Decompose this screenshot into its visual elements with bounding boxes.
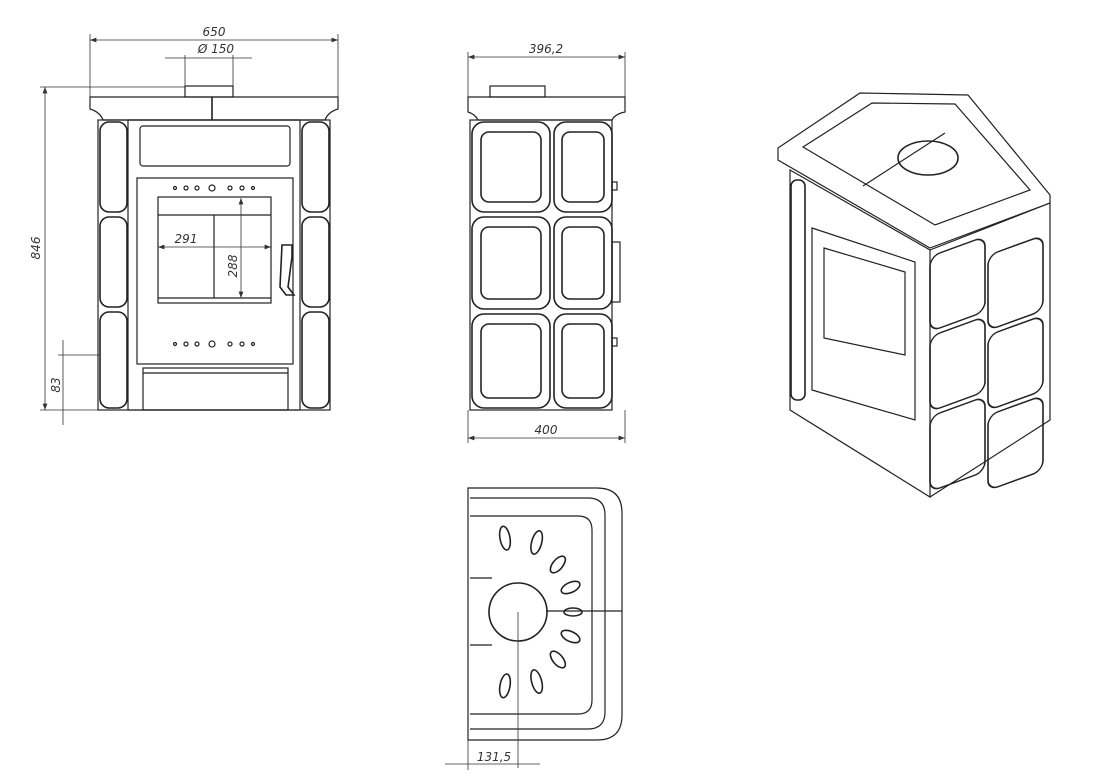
dim-flue-offset: 131,5 bbox=[477, 750, 511, 764]
dim-firebox-width: 291 bbox=[175, 232, 198, 246]
side-view: 396,2 400 bbox=[467, 42, 626, 443]
iso-tiles bbox=[790, 179, 1044, 490]
dim-depth-top: 396,2 bbox=[529, 42, 563, 56]
dim-depth-base: 400 bbox=[535, 423, 558, 437]
dim-base-height: 83 bbox=[49, 377, 63, 392]
air-vents-top bbox=[172, 184, 256, 348]
dim-flue-diameter: Ø 150 bbox=[197, 42, 235, 56]
side-tiles-grid bbox=[471, 121, 613, 409]
side-tiles bbox=[99, 121, 330, 409]
vent-slots bbox=[498, 525, 583, 699]
front-view: 650 Ø 150 846 83 291 288 bbox=[29, 25, 339, 425]
isometric-view bbox=[777, 92, 1051, 499]
dim-width-front: 650 bbox=[203, 25, 226, 39]
dim-firebox-height: 288 bbox=[226, 254, 240, 277]
dim-height-total: 846 bbox=[29, 236, 43, 259]
top-view: 131,5 bbox=[445, 487, 623, 770]
